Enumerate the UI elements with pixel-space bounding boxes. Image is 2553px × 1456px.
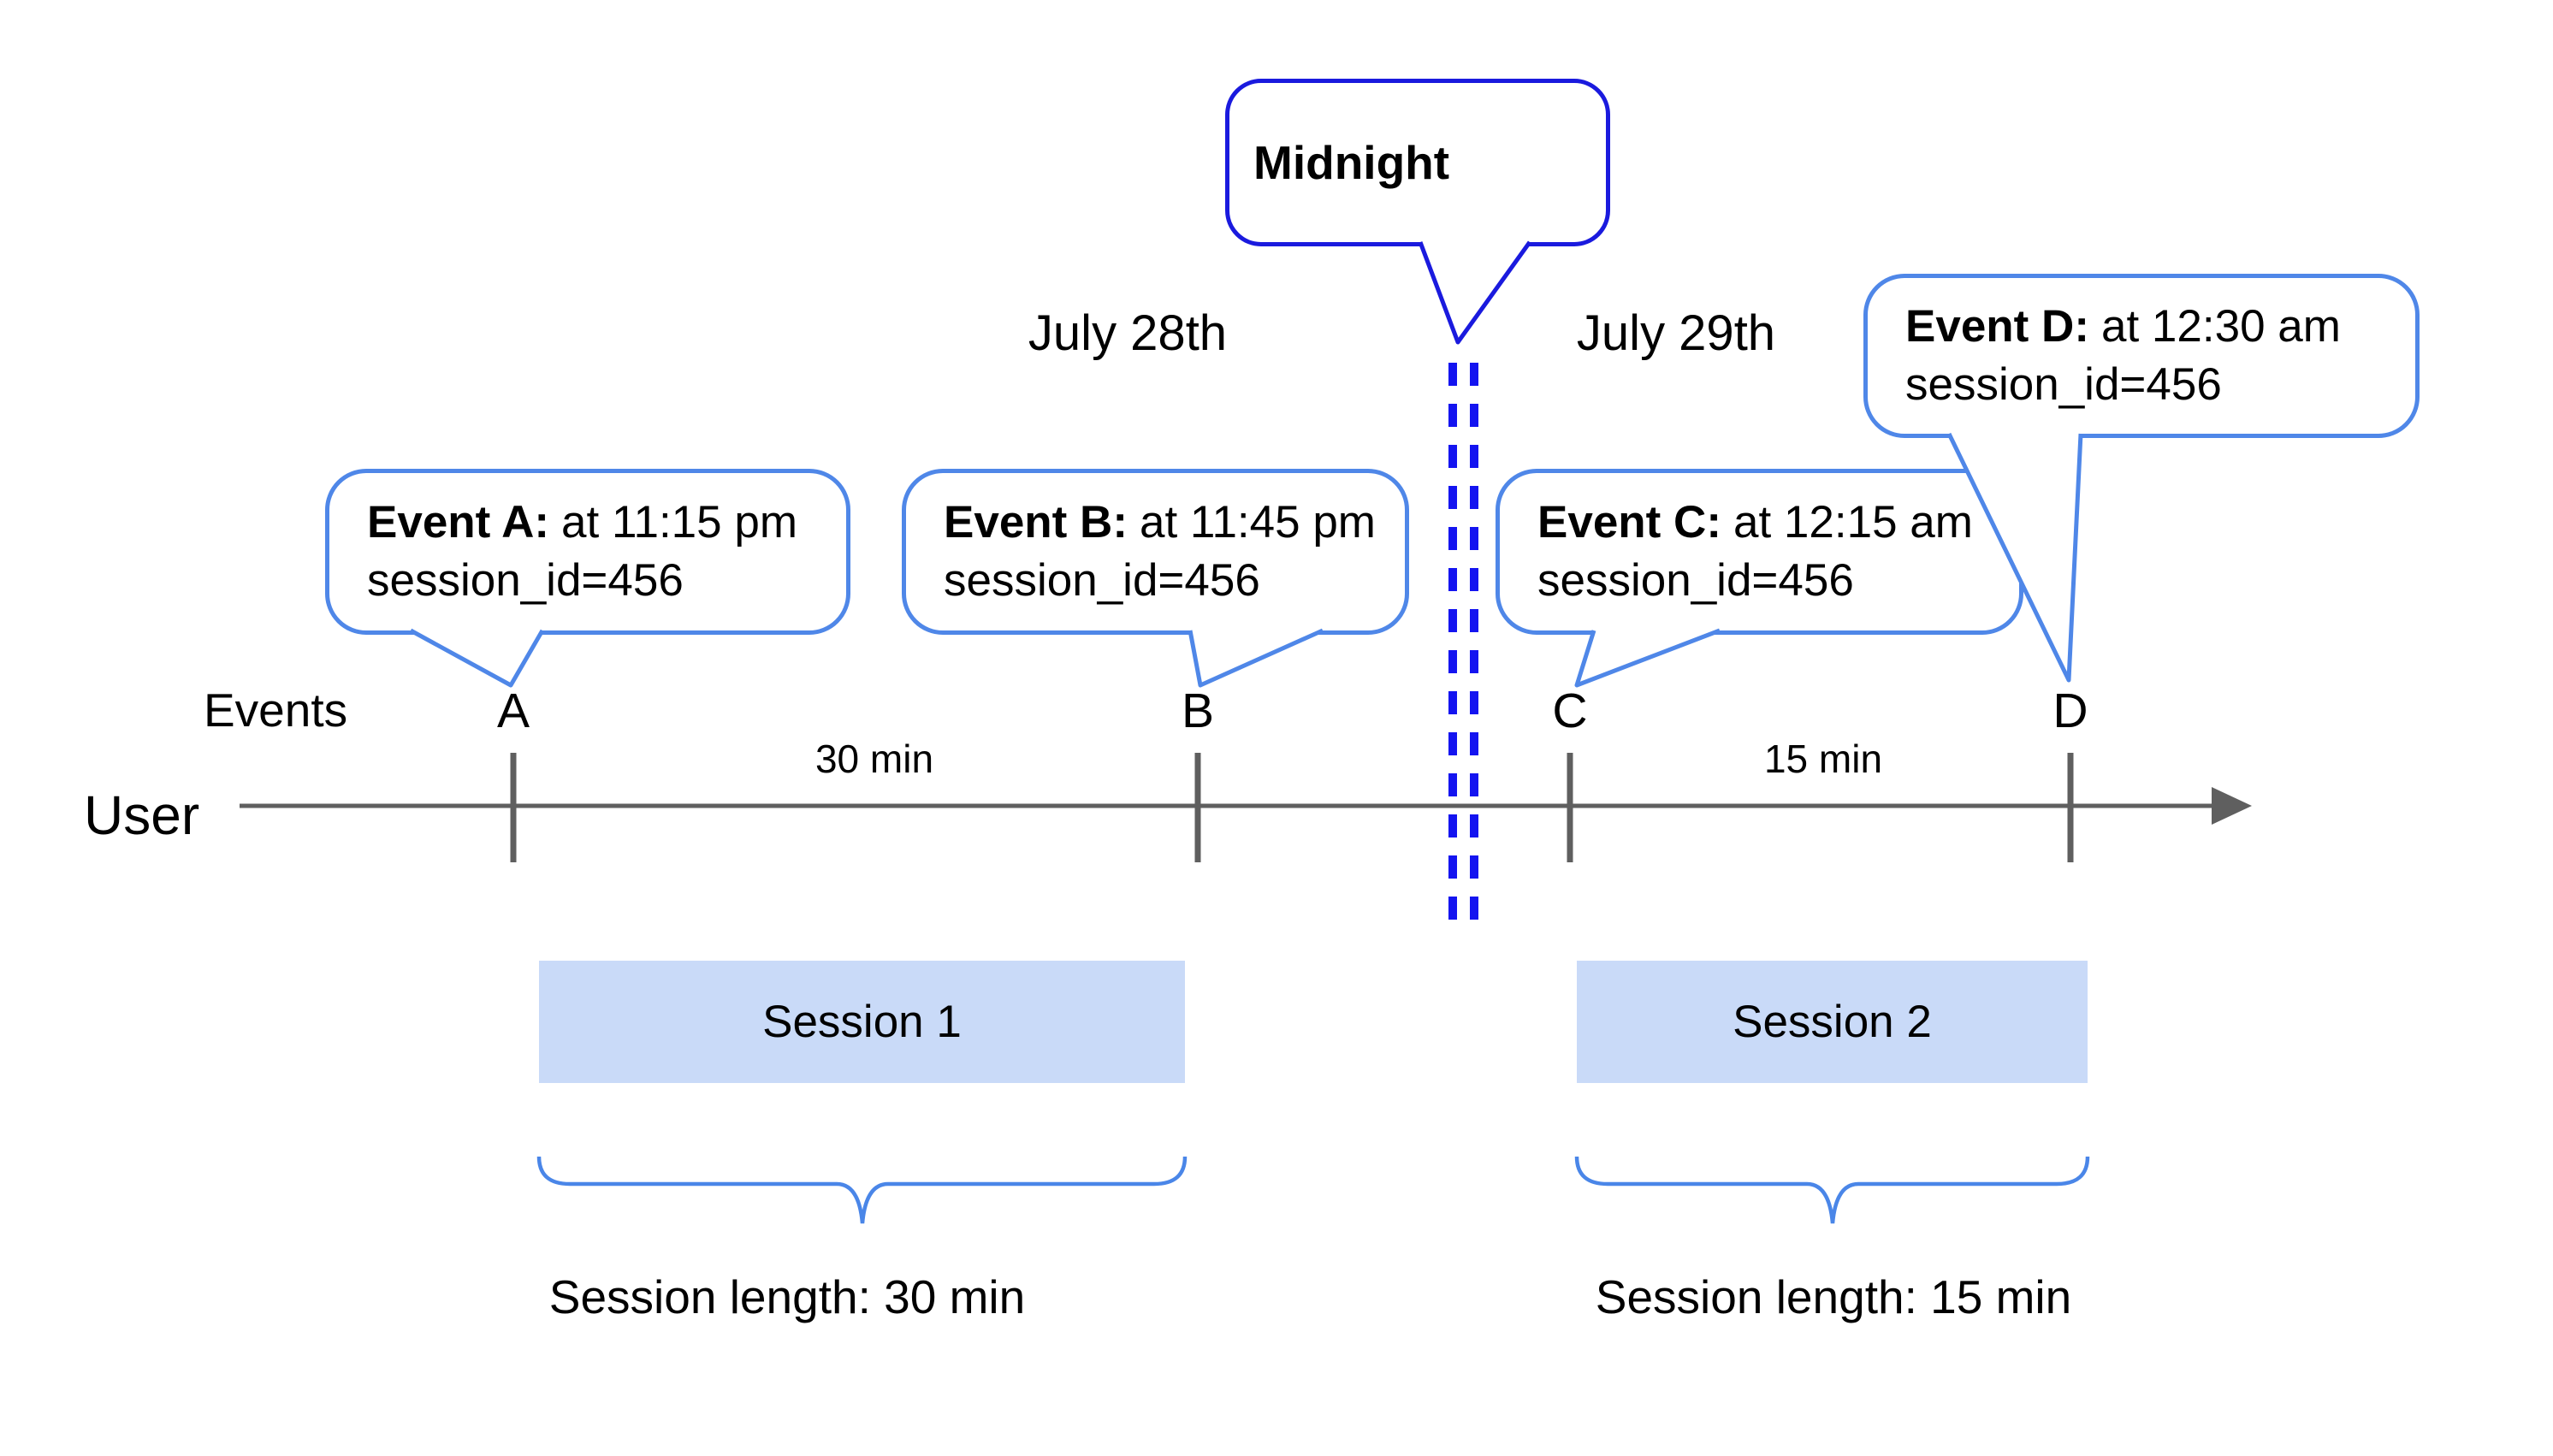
date-label-july-29: July 29th bbox=[1576, 305, 1776, 361]
event-b-title: Event B: bbox=[944, 497, 1128, 547]
session-1-label: Session 1 bbox=[762, 997, 962, 1047]
event-c-title: Event C: bbox=[1537, 497, 1721, 547]
event-b-mark-label: B bbox=[1181, 684, 1215, 738]
session-2-brace bbox=[1574, 1156, 2090, 1224]
event-a-callout-bubble: Event A:at 11:15 pm session_id=456 bbox=[325, 469, 850, 635]
user-axis-label: User bbox=[84, 784, 200, 846]
event-c-mark-label: C bbox=[1552, 684, 1588, 738]
event-d-session-text: session_id=456 bbox=[1905, 359, 2222, 410]
timeline-arrowhead-icon bbox=[2212, 787, 2252, 825]
event-d-time: at 12:30 am bbox=[2100, 301, 2341, 352]
event-a-title: Event A: bbox=[367, 497, 550, 547]
event-c-callout-bubble: Event C:at 12:15 am session_id=456 bbox=[1496, 469, 2023, 635]
session-2-label: Session 2 bbox=[1733, 997, 1932, 1047]
event-b-time: at 11:45 pm bbox=[1139, 497, 1376, 547]
event-b-session-id: session_id=456 bbox=[906, 552, 1405, 610]
event-a-session-text: session_id=456 bbox=[367, 555, 684, 606]
session-2-box: Session 2 bbox=[1577, 961, 2088, 1083]
event-b-callout-bubble: Event B:at 11:45 pm session_id=456 bbox=[902, 469, 1409, 635]
session-1-length-label: Session length: 30 min bbox=[548, 1270, 1026, 1323]
event-b-bubble-tail bbox=[1188, 628, 1324, 688]
event-a-session-id: session_id=456 bbox=[329, 552, 846, 610]
event-c-session-id: session_id=456 bbox=[1500, 552, 2019, 610]
event-c-session-text: session_id=456 bbox=[1537, 555, 1854, 606]
event-d-session-id: session_id=456 bbox=[1868, 356, 2415, 414]
event-c-time: at 12:15 am bbox=[1733, 497, 1973, 547]
event-a-bubble-tail bbox=[409, 628, 545, 688]
interval-15min-label: 15 min bbox=[1763, 737, 1883, 781]
event-d-callout-bubble: Event D:at 12:30 am session_id=456 bbox=[1863, 274, 2420, 438]
date-label-july-28: July 28th bbox=[1028, 305, 1228, 361]
session-2-length-label: Session length: 15 min bbox=[1595, 1270, 2072, 1323]
events-axis-label: Events bbox=[204, 684, 348, 737]
event-a-time: at 11:15 pm bbox=[561, 497, 797, 547]
midnight-label: Midnight bbox=[1253, 136, 1450, 189]
interval-30min-label: 30 min bbox=[814, 737, 934, 781]
session-1-brace bbox=[536, 1156, 1188, 1224]
event-c-detail: Event C:at 12:15 am bbox=[1500, 494, 2019, 552]
session-1-box: Session 1 bbox=[539, 961, 1185, 1083]
event-b-detail: Event B:at 11:45 pm bbox=[906, 494, 1405, 552]
event-d-title: Event D: bbox=[1905, 301, 2089, 352]
event-d-detail: Event D:at 12:30 am bbox=[1868, 298, 2415, 356]
midnight-callout-bubble: Midnight bbox=[1225, 79, 1610, 246]
event-a-mark-label: A bbox=[496, 684, 530, 738]
event-b-session-text: session_id=456 bbox=[944, 555, 1260, 606]
event-a-detail: Event A:at 11:15 pm bbox=[329, 494, 846, 552]
event-d-mark-label: D bbox=[2052, 684, 2088, 738]
event-c-bubble-tail bbox=[1574, 628, 1721, 688]
